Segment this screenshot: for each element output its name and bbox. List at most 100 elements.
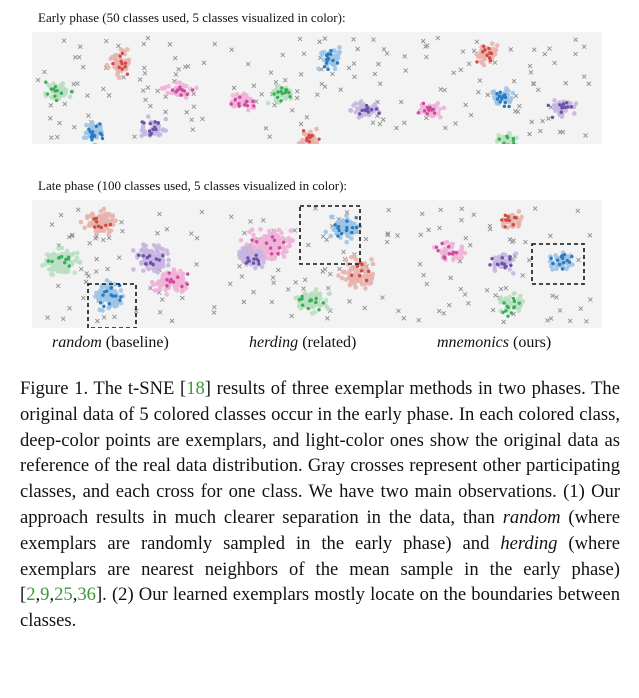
exemplar-point [180,284,184,289]
exemplar-point [497,137,502,141]
cross-mark [314,92,320,97]
data-point [369,257,374,262]
exemplar-point [498,90,502,94]
cross-mark [563,80,569,86]
cross-mark [121,75,126,80]
cross-mark [282,77,288,83]
cross-mark [370,120,376,126]
citation-link[interactable]: 25 [54,584,73,606]
data-point [299,141,305,144]
exemplar-point [475,60,479,64]
data-point [116,75,122,80]
cross-mark [163,109,168,115]
data-point [62,91,68,97]
data-point [51,81,56,86]
data-point [57,260,63,265]
data-point [337,45,342,50]
data-point [130,248,136,253]
exemplar-point [53,89,58,93]
cross-mark [462,292,468,297]
citation-link[interactable]: 36 [77,584,96,606]
exemplar-point [98,122,102,126]
cross-mark [511,78,517,84]
exemplar-point [336,226,340,230]
cross-mark [272,102,277,108]
data-point [336,273,341,278]
data-point [507,267,512,272]
cross-mark [145,85,151,90]
cross-mark [438,207,444,213]
exemplar-point [333,223,337,227]
cross-mark [557,308,563,313]
data-point [443,249,449,255]
exemplar-point [337,228,341,233]
cross-mark [270,275,276,280]
data-point [441,105,447,111]
data-point [141,243,147,248]
exemplar-point [108,222,113,227]
exemplar-point [151,262,155,267]
cross-mark [77,44,83,49]
exemplar-point [377,111,381,116]
citation-link[interactable]: 18 [186,378,205,399]
early-phase-label: Early phase (50 classes used, 5 classes … [38,10,346,25]
cross-mark [538,128,543,134]
data-point [281,244,286,250]
exemplar-point [350,226,355,230]
cross-mark [493,293,498,298]
cross-mark [84,271,89,276]
data-point [349,254,354,260]
cross-mark [330,71,335,77]
data-point [110,302,116,307]
data-point [349,279,354,284]
citation-link[interactable]: 9 [40,584,50,606]
data-point [109,218,115,223]
cross-mark [548,233,553,239]
exemplar-point [92,134,97,138]
exemplar-point [360,262,364,267]
data-point [139,261,144,266]
cross-mark [403,68,408,73]
cross-mark [269,299,275,305]
exemplar-point [317,308,321,312]
exemplar-point [169,278,173,282]
cross-mark [511,238,516,243]
data-point [264,256,270,261]
data-point [433,103,439,109]
data-point [106,231,112,236]
data-point [69,252,75,258]
data-point [312,141,318,144]
cross-mark [458,286,464,292]
exemplar-point [251,99,255,104]
cross-mark [227,281,233,287]
cross-mark [547,46,552,51]
cross-mark [576,257,581,263]
citation-link[interactable]: 2 [26,584,36,606]
cross-mark [145,35,151,41]
cross-mark [325,316,330,321]
data-point [444,239,450,245]
cross-mark [573,37,578,43]
cross-mark [460,49,466,54]
exemplar-point [502,104,507,109]
exemplar-point [233,98,237,102]
exemplar-point [559,110,564,114]
data-point [329,214,334,219]
cross-mark [201,60,207,66]
exemplar-point [355,264,360,268]
cross-mark [95,318,100,324]
data-point [61,269,67,275]
exemplar-point [329,52,333,56]
cross-mark [578,306,584,311]
data-point [358,99,364,104]
data-point [59,245,65,251]
cross-mark [164,226,170,232]
data-point [279,230,284,236]
data-point [288,228,294,233]
exemplar-point [421,101,426,106]
exemplar-point [277,246,282,250]
exemplar-point [264,241,269,245]
data-point [251,232,256,238]
exemplar-point [246,256,250,260]
cross-mark [294,95,300,101]
